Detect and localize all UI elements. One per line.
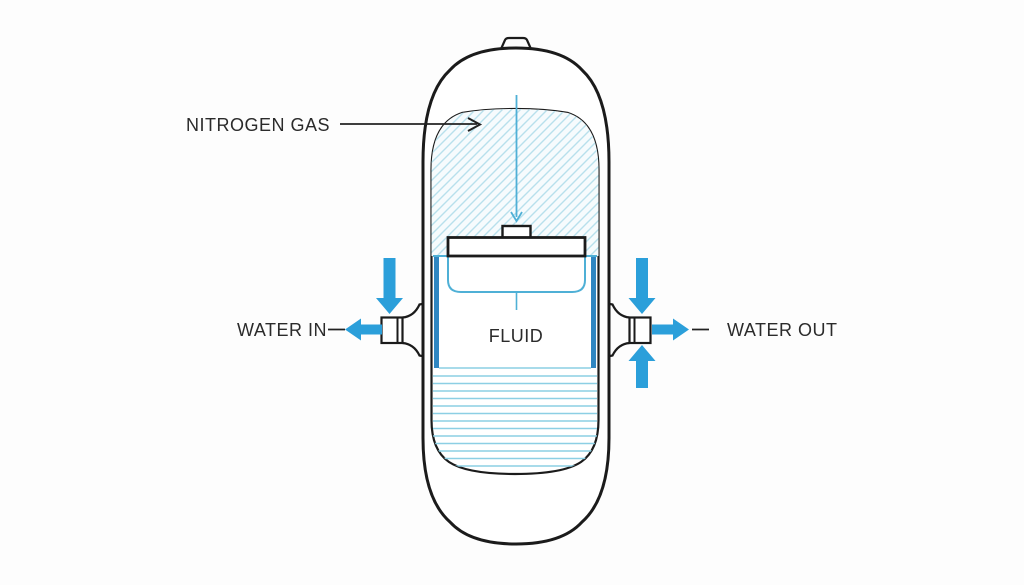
- water-in-label: WATER IN: [237, 320, 327, 340]
- air-valve-cap: [499, 36, 533, 50]
- water-outlet-port: [609, 302, 652, 358]
- leader-lines: [328, 117, 709, 331]
- water-out-right-arrow-icon: [652, 318, 689, 341]
- water-out-label: WATER OUT: [727, 320, 838, 340]
- water-out-up-arrow-icon: [628, 345, 656, 388]
- piston-plate: [446, 236, 587, 258]
- water-in-left-arrow-icon: [345, 318, 382, 341]
- water-level-lines: [433, 375, 597, 467]
- nitrogen-gas-leader-arrow-icon: [467, 117, 483, 132]
- flow-arrows: [345, 258, 689, 388]
- fluid-label: FLUID: [488, 326, 544, 346]
- gas-pressure-down-arrow-icon: [510, 211, 523, 223]
- ports: [380, 302, 652, 358]
- water-in-down-arrow-icon: [376, 258, 403, 314]
- water-chamber-walls: [434, 256, 596, 368]
- piston: [446, 224, 587, 258]
- water-out-down-arrow-icon: [628, 258, 656, 314]
- water-inlet-port: [380, 302, 423, 358]
- nitrogen-gas-label: NITROGEN GAS: [185, 115, 330, 135]
